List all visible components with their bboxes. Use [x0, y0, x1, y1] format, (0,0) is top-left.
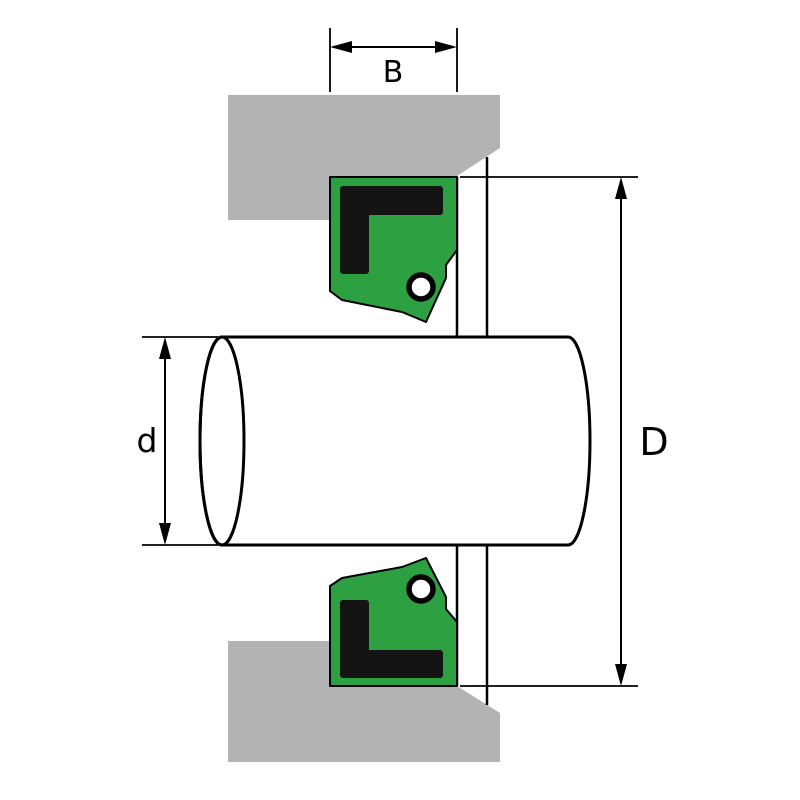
- housing-bottom: [228, 641, 500, 762]
- housing-top: [228, 95, 500, 220]
- seal-bottom-garter-spring: [406, 574, 436, 604]
- dim-D-arrowhead-bottom: [615, 664, 627, 686]
- shaft: [198, 335, 592, 547]
- housing: [228, 95, 500, 762]
- dim-B-label: B: [383, 55, 404, 90]
- shaft-end-face: [198, 335, 246, 547]
- seal-top-metal-insert: [340, 186, 443, 274]
- dim-D-label: D: [639, 420, 668, 464]
- dim-B-arrowhead-left: [330, 41, 352, 53]
- dim-B-arrowhead-right: [435, 41, 457, 53]
- seal-top: [329, 176, 458, 323]
- seal-bottom: [329, 557, 458, 687]
- dim-d-arrowhead-top: [159, 337, 171, 359]
- dim-d-arrowhead-bottom: [159, 523, 171, 545]
- dim-D-extension-lines: [460, 176, 638, 687]
- dim-d-label: d: [137, 421, 158, 460]
- dim-D-arrowhead-top: [615, 177, 627, 199]
- dim-B: B: [329, 28, 458, 92]
- seal-bottom-metal-insert: [340, 600, 443, 678]
- shaft-body: [198, 335, 592, 547]
- dim-D: D: [615, 177, 669, 686]
- dim-d: d: [137, 336, 218, 546]
- seal-top-garter-spring: [406, 272, 436, 302]
